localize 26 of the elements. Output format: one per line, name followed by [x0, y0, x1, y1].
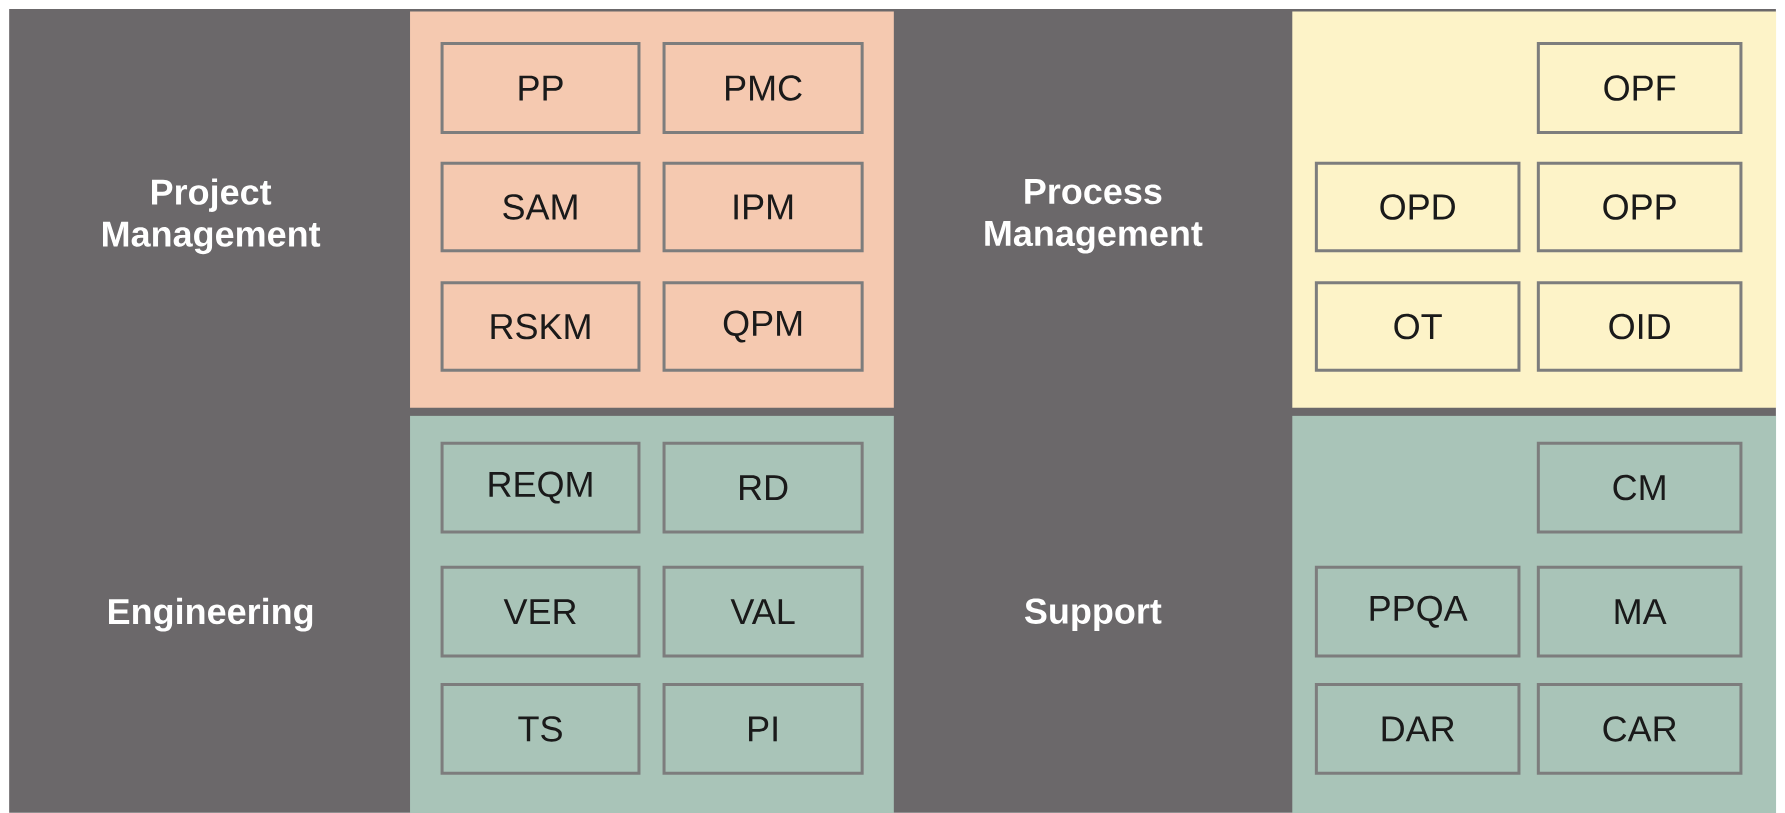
label-box: CAR	[1536, 683, 1743, 775]
label-box: PPQA	[1314, 565, 1521, 658]
label-box: CM	[1536, 441, 1743, 534]
label-box: MA	[1536, 565, 1743, 658]
label-box: OPD	[1314, 161, 1521, 253]
label-box: VAL	[662, 565, 864, 658]
label-box: SAM	[440, 161, 641, 253]
category-heading: Support	[1024, 598, 1162, 631]
label-box: DAR	[1314, 683, 1521, 775]
label-box: OPP	[1536, 161, 1743, 253]
category-heading: Project Management	[103, 178, 321, 255]
label-box: REQM	[440, 441, 641, 534]
label-box: PI	[662, 683, 864, 775]
label-box: IPM	[662, 161, 864, 253]
category-heading: Engineering	[109, 597, 313, 632]
label-box: TS	[440, 683, 641, 775]
label-box: VER	[440, 565, 641, 658]
label-box: QPM	[662, 281, 864, 372]
label-box: RD	[662, 441, 864, 534]
label-box: OPF	[1536, 42, 1743, 134]
label-box: PMC	[662, 42, 864, 134]
label-box: PP	[440, 42, 641, 134]
category-heading: Process Management	[985, 179, 1203, 254]
label-box: RSKM	[440, 281, 641, 372]
label-box: OID	[1536, 281, 1743, 372]
label-box: OT	[1314, 281, 1521, 372]
